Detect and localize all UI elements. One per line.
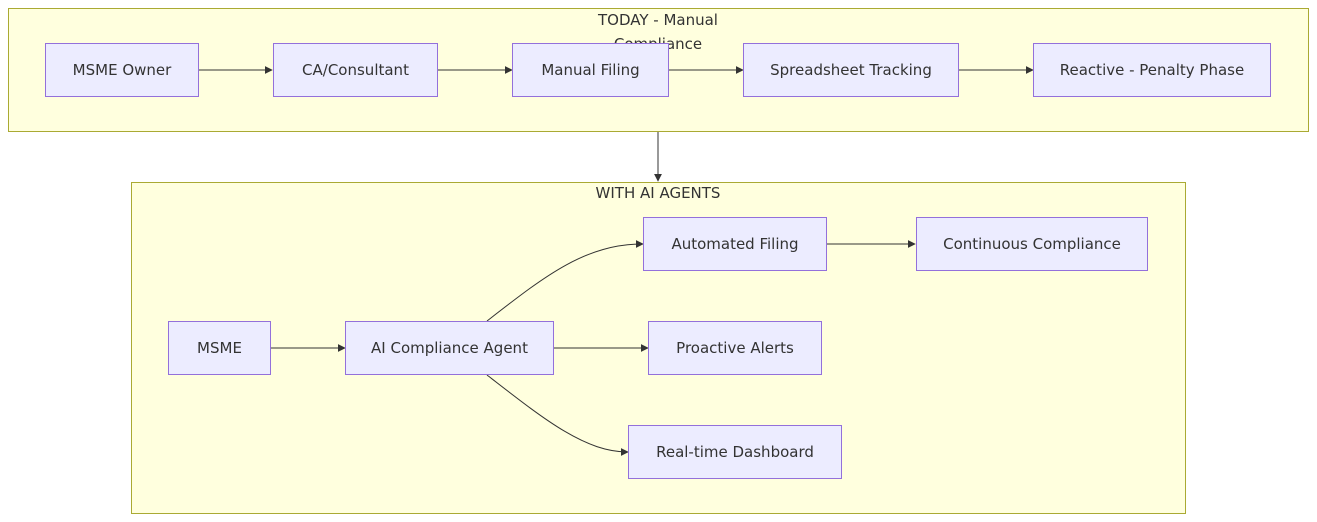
node-msme-owner[interactable]: MSME Owner [45, 43, 199, 97]
node-manual-filing[interactable]: Manual Filing [512, 43, 669, 97]
node-continuous-compliance[interactable]: Continuous Compliance [916, 217, 1148, 271]
node-reactive-penalty-phase[interactable]: Reactive - Penalty Phase [1033, 43, 1271, 97]
node-automated-filing[interactable]: Automated Filing [643, 217, 827, 271]
node-msme[interactable]: MSME [168, 321, 271, 375]
node-ca-consultant[interactable]: CA/Consultant [273, 43, 438, 97]
cluster-title-ai: WITH AI AGENTS [595, 184, 721, 202]
node-spreadsheet-tracking[interactable]: Spreadsheet Tracking [743, 43, 959, 97]
edge-agent-to-automated [486, 240, 644, 322]
node-realtime-dashboard[interactable]: Real-time Dashboard [628, 425, 842, 479]
node-ai-compliance-agent[interactable]: AI Compliance Agent [345, 321, 554, 375]
edge-agent-to-dashboard [486, 374, 629, 456]
node-proactive-alerts[interactable]: Proactive Alerts [648, 321, 822, 375]
